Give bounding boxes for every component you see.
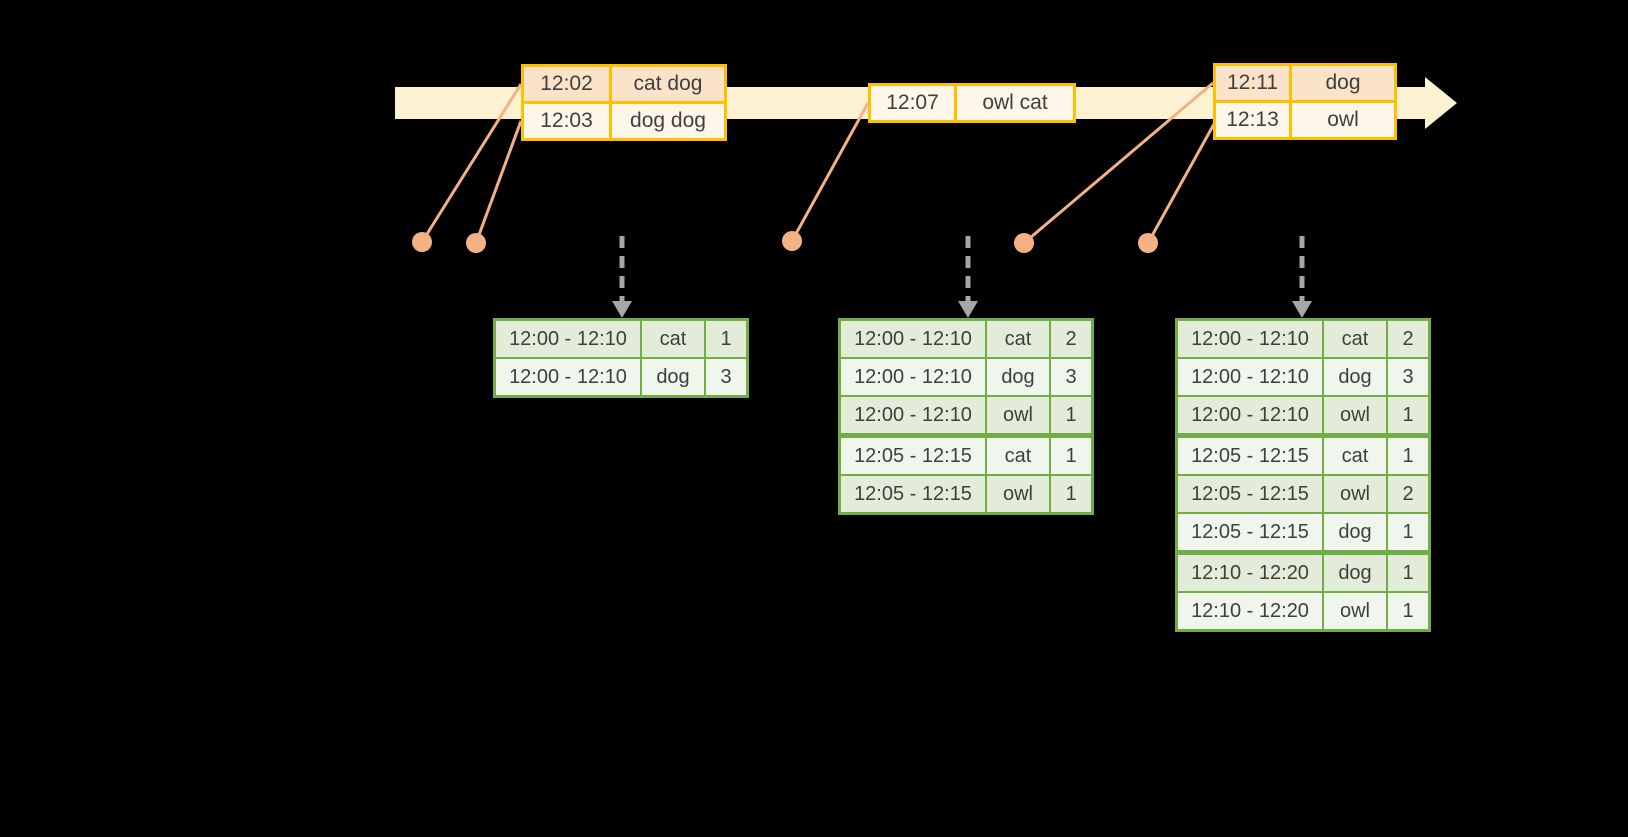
result-table-3: 12:00 - 12:10 cat 2 12:00 - 12:10 dog 3 … [1175, 318, 1431, 632]
word-cell: dog [1324, 514, 1386, 550]
count-cell: 1 [1388, 438, 1428, 474]
word-cell: cat [987, 321, 1049, 357]
connector-line-1202 [420, 83, 523, 243]
word-cell: owl [1324, 476, 1386, 512]
event-dot-1202 [412, 232, 432, 252]
word-cell: cat [1324, 321, 1386, 357]
event-words-cell: cat dog [612, 67, 724, 101]
window-cell: 12:10 - 12:20 [1178, 555, 1322, 591]
word-cell: dog [1324, 359, 1386, 395]
count-cell: 1 [1388, 593, 1428, 629]
trigger-arrowhead-icon-3 [1292, 301, 1312, 318]
event-table-1: 12:02 cat dog 12:03 dog dog [521, 64, 727, 141]
event-dots [412, 231, 1158, 253]
window-cell: 12:00 - 12:10 [841, 321, 985, 357]
window-cell: 12:00 - 12:10 [841, 397, 985, 433]
count-cell: 1 [1051, 438, 1091, 474]
window-cell: 12:00 - 12:10 [841, 359, 985, 395]
result-row: 12:00 - 12:10 cat 2 [1178, 321, 1428, 357]
result-row: 12:00 - 12:10 dog 3 [496, 359, 746, 395]
event-words-cell: dog [1292, 66, 1394, 100]
word-cell: owl [1324, 593, 1386, 629]
event-time-cell: 12:13 [1216, 103, 1289, 137]
window-cell: 12:00 - 12:10 [1178, 321, 1322, 357]
result-row: 12:05 - 12:15 owl 1 [841, 476, 1091, 512]
result-table-2: 12:00 - 12:10 cat 2 12:00 - 12:10 dog 3 … [838, 318, 1094, 515]
window-cell: 12:00 - 12:10 [496, 321, 640, 357]
connector-line-1207 [790, 102, 870, 242]
event-words-cell: owl [1292, 103, 1394, 137]
count-cell: 1 [1388, 514, 1428, 550]
word-cell: owl [987, 397, 1049, 433]
word-cell: owl [987, 476, 1049, 512]
event-time-cell: 12:07 [871, 86, 954, 120]
window-cell: 12:00 - 12:10 [1178, 359, 1322, 395]
timeline-arrowhead-icon [1425, 77, 1457, 129]
word-cell: cat [1324, 438, 1386, 474]
result-row: 12:00 - 12:10 owl 1 [841, 397, 1091, 433]
count-cell: 2 [1388, 476, 1428, 512]
result-row: 12:00 - 12:10 cat 1 [496, 321, 746, 357]
event-dot-1207 [782, 231, 802, 251]
event-words-cell: owl cat [957, 86, 1073, 120]
trigger-arrowheads [612, 301, 1312, 318]
event-time-cell: 12:11 [1216, 66, 1289, 100]
count-cell: 1 [1388, 555, 1428, 591]
result-row: 12:00 - 12:10 cat 2 [841, 321, 1091, 357]
window-cell: 12:05 - 12:15 [841, 438, 985, 474]
window-cell: 12:00 - 12:10 [1178, 397, 1322, 433]
count-cell: 1 [1051, 397, 1091, 433]
result-row: 12:10 - 12:20 dog 1 [1178, 555, 1428, 591]
trigger-arrowhead-icon-2 [958, 301, 978, 318]
result-table-1: 12:00 - 12:10 cat 1 12:00 - 12:10 dog 3 [493, 318, 749, 398]
result-row: 12:00 - 12:10 dog 3 [1178, 359, 1428, 395]
result-row: 12:00 - 12:10 owl 1 [1178, 397, 1428, 433]
word-cell: cat [642, 321, 704, 357]
window-cell: 12:05 - 12:15 [1178, 438, 1322, 474]
count-cell: 3 [1051, 359, 1091, 395]
count-cell: 1 [706, 321, 746, 357]
count-cell: 3 [1388, 359, 1428, 395]
event-dot-1213 [1138, 233, 1158, 253]
window-cell: 12:05 - 12:15 [1178, 514, 1322, 550]
window-cell: 12:05 - 12:15 [1178, 476, 1322, 512]
connector-line-1203 [474, 120, 523, 244]
trigger-arrowhead-icon-1 [612, 301, 632, 318]
result-row: 12:10 - 12:20 owl 1 [1178, 593, 1428, 629]
event-time-cell: 12:03 [524, 104, 609, 138]
result-row: 12:00 - 12:10 dog 3 [841, 359, 1091, 395]
word-cell: dog [987, 359, 1049, 395]
connector-line-1213 [1146, 123, 1216, 244]
word-cell: owl [1324, 397, 1386, 433]
word-cell: dog [642, 359, 704, 395]
event-words-cell: dog dog [612, 104, 724, 138]
count-cell: 1 [1388, 397, 1428, 433]
result-row: 12:05 - 12:15 cat 1 [1178, 438, 1428, 474]
event-table-3: 12:11 dog 12:13 owl [1213, 63, 1397, 140]
connector-line-1211 [1023, 81, 1214, 245]
event-dot-1203 [466, 233, 486, 253]
result-row: 12:05 - 12:15 cat 1 [841, 438, 1091, 474]
trigger-arrow-lines [619, 236, 1305, 301]
count-cell: 1 [1051, 476, 1091, 512]
window-cell: 12:05 - 12:15 [841, 476, 985, 512]
event-time-cell: 12:02 [524, 67, 609, 101]
count-cell: 2 [1051, 321, 1091, 357]
count-cell: 2 [1388, 321, 1428, 357]
event-connector-lines [420, 81, 1216, 245]
event-dot-1211 [1014, 233, 1034, 253]
count-cell: 3 [706, 359, 746, 395]
window-cell: 12:00 - 12:10 [496, 359, 640, 395]
word-cell: dog [1324, 555, 1386, 591]
result-row: 12:05 - 12:15 owl 2 [1178, 476, 1428, 512]
event-table-2: 12:07 owl cat [868, 83, 1076, 123]
window-cell: 12:10 - 12:20 [1178, 593, 1322, 629]
result-row: 12:05 - 12:15 dog 1 [1178, 514, 1428, 550]
word-cell: cat [987, 438, 1049, 474]
